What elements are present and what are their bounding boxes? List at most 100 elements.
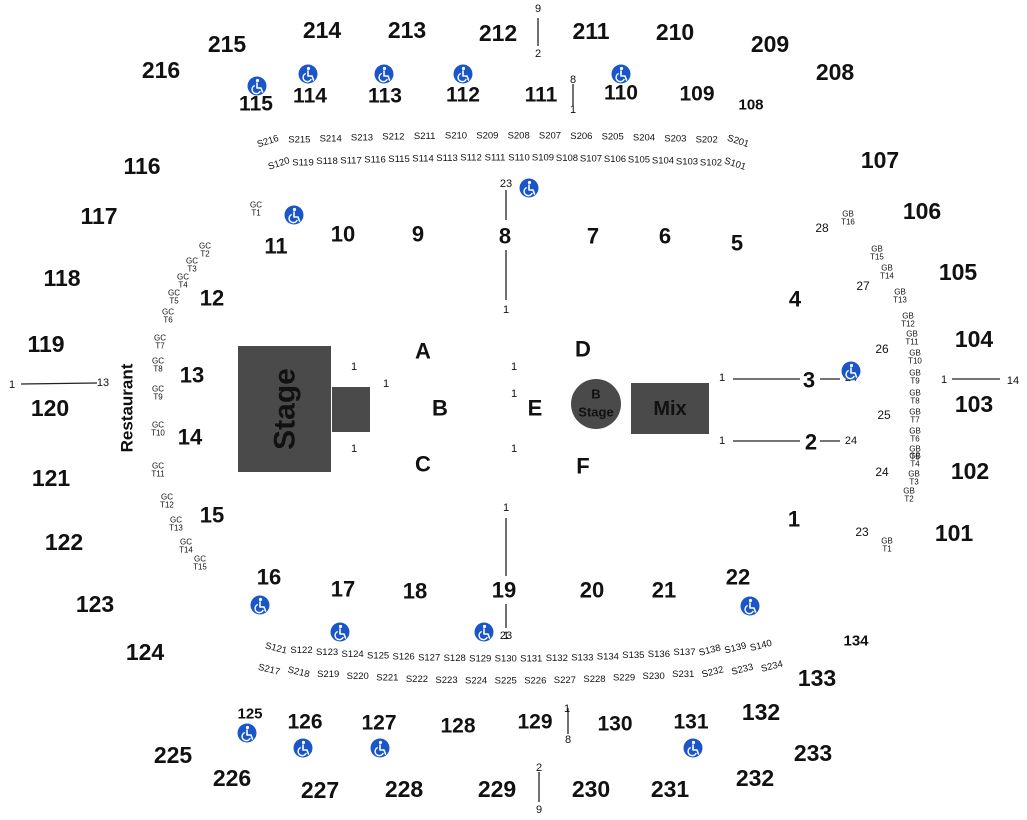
suite-S108[interactable]: S108 xyxy=(556,153,578,164)
floor-section-12[interactable]: 12 xyxy=(200,286,224,311)
table-gb-T1-num[interactable]: T1 xyxy=(882,545,892,554)
section-213[interactable]: 213 xyxy=(388,17,426,43)
section-117[interactable]: 117 xyxy=(80,203,117,229)
suite-S133[interactable]: S133 xyxy=(571,652,593,663)
table-gb-T13[interactable]: GB xyxy=(894,288,906,297)
section-233[interactable]: 233 xyxy=(794,740,832,766)
table-gb-T3[interactable]: GB xyxy=(908,470,920,479)
section-211[interactable]: 211 xyxy=(572,18,609,44)
table-gb-T10-num[interactable]: T10 xyxy=(908,357,922,366)
floor-section-E[interactable]: E xyxy=(528,396,543,421)
suite-S201[interactable]: S201 xyxy=(726,133,751,150)
table-gb-T6[interactable]: GB xyxy=(909,427,921,436)
suite-S219[interactable]: S219 xyxy=(317,669,339,680)
table-gb-T11-num[interactable]: T11 xyxy=(905,338,919,347)
table-gc-T10[interactable]: GC xyxy=(152,421,164,430)
section-215[interactable]: 215 xyxy=(208,31,247,57)
table-gb-T5[interactable]: GB xyxy=(909,445,921,454)
suite-S105[interactable]: S105 xyxy=(628,155,650,166)
section-101[interactable]: 101 xyxy=(935,520,974,546)
section-125[interactable]: 125 xyxy=(237,706,262,723)
suite-S129[interactable]: S129 xyxy=(469,653,491,664)
section-229[interactable]: 229 xyxy=(478,776,516,802)
section-132[interactable]: 132 xyxy=(742,699,780,725)
section-124[interactable]: 124 xyxy=(126,639,165,665)
table-gb-T2[interactable]: GB xyxy=(903,487,915,496)
table-labels[interactable]: GCT1GCT2GCT3GCT4GCT5GCT6GCT7GCT8GCT9GCT1… xyxy=(151,201,922,572)
table-gc-T3[interactable]: GC xyxy=(186,257,198,266)
section-212[interactable]: 212 xyxy=(479,20,517,46)
floor-section-14[interactable]: 14 xyxy=(178,425,203,450)
suite-S209[interactable]: S209 xyxy=(476,131,498,142)
table-gb-T15-num[interactable]: T15 xyxy=(870,253,884,262)
floor-section-17[interactable]: 17 xyxy=(331,577,355,602)
table-gc-T14-num[interactable]: T14 xyxy=(179,546,193,555)
floor-section-13[interactable]: 13 xyxy=(180,363,204,388)
suite-S110[interactable]: S110 xyxy=(508,153,529,164)
suite-S118[interactable]: S118 xyxy=(316,156,337,167)
suite-S211[interactable]: S211 xyxy=(414,131,435,142)
suite-S107[interactable]: S107 xyxy=(580,153,602,164)
floor-section-20[interactable]: 20 xyxy=(580,578,604,603)
table-gb-T12-num[interactable]: T12 xyxy=(901,320,915,329)
section-112[interactable]: 112 xyxy=(446,84,480,107)
suite-S127[interactable]: S127 xyxy=(418,652,440,663)
suite-S218[interactable]: S218 xyxy=(286,664,310,680)
table-gb-T1[interactable]: GB xyxy=(881,537,893,546)
table-gc-T12[interactable]: GC xyxy=(161,493,173,502)
section-120[interactable]: 120 xyxy=(31,395,69,421)
suite-S227[interactable]: S227 xyxy=(554,675,576,686)
floor-section-11[interactable]: 11 xyxy=(264,234,287,259)
suite-S109[interactable]: S109 xyxy=(532,153,554,164)
suite-S119[interactable]: S119 xyxy=(292,157,313,168)
section-111[interactable]: 111 xyxy=(525,84,558,107)
table-gb-T7-num[interactable]: T7 xyxy=(910,416,920,425)
table-gc-T4-num[interactable]: T4 xyxy=(178,281,188,290)
suite-S221[interactable]: S221 xyxy=(376,673,398,684)
section-210[interactable]: 210 xyxy=(656,19,694,45)
table-gc-T11[interactable]: GC xyxy=(152,462,164,471)
table-gb-T13-num[interactable]: T13 xyxy=(893,296,907,305)
floor-section-7[interactable]: 7 xyxy=(587,224,599,249)
section-107[interactable]: 107 xyxy=(861,147,899,173)
table-gb-T6-num[interactable]: T6 xyxy=(910,435,920,444)
table-gb-T7[interactable]: GB xyxy=(909,408,921,417)
section-119[interactable]: 119 xyxy=(27,331,64,357)
section-228[interactable]: 228 xyxy=(385,776,424,802)
suite-S203[interactable]: S203 xyxy=(664,133,686,144)
section-216[interactable]: 216 xyxy=(142,57,180,83)
section-130[interactable]: 130 xyxy=(597,713,632,736)
table-gb-T3-num[interactable]: T3 xyxy=(909,478,919,487)
floor-section-19[interactable]: 19 xyxy=(492,578,516,603)
section-230[interactable]: 230 xyxy=(572,776,610,802)
section-214[interactable]: 214 xyxy=(303,17,342,43)
table-gb-T4-num[interactable]: T4 xyxy=(910,460,920,469)
section-106[interactable]: 106 xyxy=(903,198,941,224)
floor-section-F[interactable]: F xyxy=(576,454,589,479)
floor-section-15[interactable]: 15 xyxy=(200,503,224,528)
suite-S233[interactable]: S233 xyxy=(730,662,754,678)
suite-S225[interactable]: S225 xyxy=(495,675,517,686)
section-126[interactable]: 126 xyxy=(287,711,322,734)
table-gc-T11-num[interactable]: T11 xyxy=(151,470,165,479)
suite-S101[interactable]: S101 xyxy=(723,156,748,173)
floor-section-8[interactable]: 8 xyxy=(499,224,511,249)
section-128[interactable]: 128 xyxy=(440,715,475,738)
suite-S124[interactable]: S124 xyxy=(341,649,363,660)
suite-S123[interactable]: S123 xyxy=(316,647,338,658)
section-208[interactable]: 208 xyxy=(816,59,855,85)
suite-S215[interactable]: S215 xyxy=(288,135,310,146)
table-gc-T7[interactable]: GC xyxy=(154,334,166,343)
suite-S102[interactable]: S102 xyxy=(700,157,722,168)
suite-S223[interactable]: S223 xyxy=(435,675,457,686)
suite-S106[interactable]: S106 xyxy=(604,154,626,165)
suite-S130[interactable]: S130 xyxy=(495,653,517,664)
table-gb-T5-num[interactable]: T5 xyxy=(910,453,920,462)
suite-S204[interactable]: S204 xyxy=(633,132,655,143)
suite-S126[interactable]: S126 xyxy=(393,651,415,662)
suite-S202[interactable]: S202 xyxy=(696,135,718,146)
suite-S214[interactable]: S214 xyxy=(320,134,342,145)
table-gb-T10[interactable]: GB xyxy=(909,349,921,358)
suite-S206[interactable]: S206 xyxy=(570,131,592,142)
